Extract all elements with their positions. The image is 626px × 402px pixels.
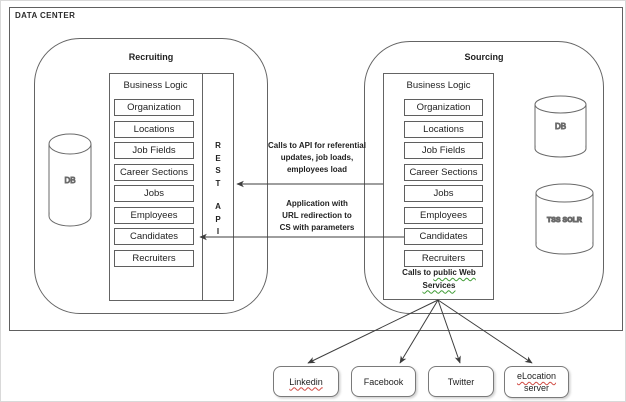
- recruiting-modules: Organization Locations Job Fields Career…: [114, 99, 194, 267]
- elocation-server-box: eLocation server: [504, 366, 569, 398]
- module-employees: Employees: [404, 206, 483, 224]
- redirect-annotation: Application with URL redirection to CS w…: [279, 199, 355, 233]
- data-center-title: DATA CENTER: [15, 11, 76, 20]
- api-label: A P I: [215, 202, 221, 236]
- module-candidates: Candidates: [114, 228, 194, 245]
- api-call-annotation: Calls to API for referential updates, jo…: [268, 141, 366, 175]
- module-locations: Locations: [114, 120, 194, 138]
- sourcing-title: Sourcing: [464, 52, 504, 62]
- module-candidates: Candidates: [404, 228, 483, 245]
- module-recruiters: Recruiters: [114, 249, 194, 267]
- recruiting-business-logic-label: Business Logic: [123, 80, 188, 91]
- linkedin-label: Linkedin: [289, 376, 323, 387]
- module-career-sections: Career Sections: [404, 163, 483, 181]
- recruiting-container: [34, 38, 268, 314]
- module-jobs: Jobs: [404, 185, 483, 202]
- web-services-note: Calls to public Web Services: [386, 267, 492, 292]
- rest-api-divider: [202, 73, 203, 301]
- facebook-box: Facebook: [351, 366, 416, 397]
- rest-label: R E S T: [215, 141, 221, 188]
- module-job-fields: Job Fields: [404, 142, 483, 159]
- module-jobs: Jobs: [114, 185, 194, 202]
- elocation-label: eLocation: [516, 371, 557, 381]
- module-job-fields: Job Fields: [114, 142, 194, 159]
- recruiting-title: Recruiting: [128, 52, 174, 62]
- twitter-box: Twitter: [428, 366, 494, 397]
- module-organization: Organization: [404, 99, 483, 116]
- linkedin-box: Linkedin: [273, 366, 339, 397]
- web-services-note-line2: Services: [422, 280, 456, 290]
- module-organization: Organization: [114, 99, 194, 116]
- facebook-label: Facebook: [363, 376, 404, 387]
- module-locations: Locations: [404, 120, 483, 138]
- sourcing-business-logic-label: Business Logic: [406, 80, 471, 91]
- twitter-label: Twitter: [447, 376, 475, 387]
- module-recruiters: Recruiters: [404, 249, 483, 267]
- elocation-label-line2: server: [523, 383, 549, 393]
- web-services-note-line1: Calls to public Web: [402, 268, 476, 277]
- module-employees: Employees: [114, 206, 194, 224]
- sourcing-modules: Organization Locations Job Fields Career…: [404, 99, 483, 267]
- module-career-sections: Career Sections: [114, 163, 194, 181]
